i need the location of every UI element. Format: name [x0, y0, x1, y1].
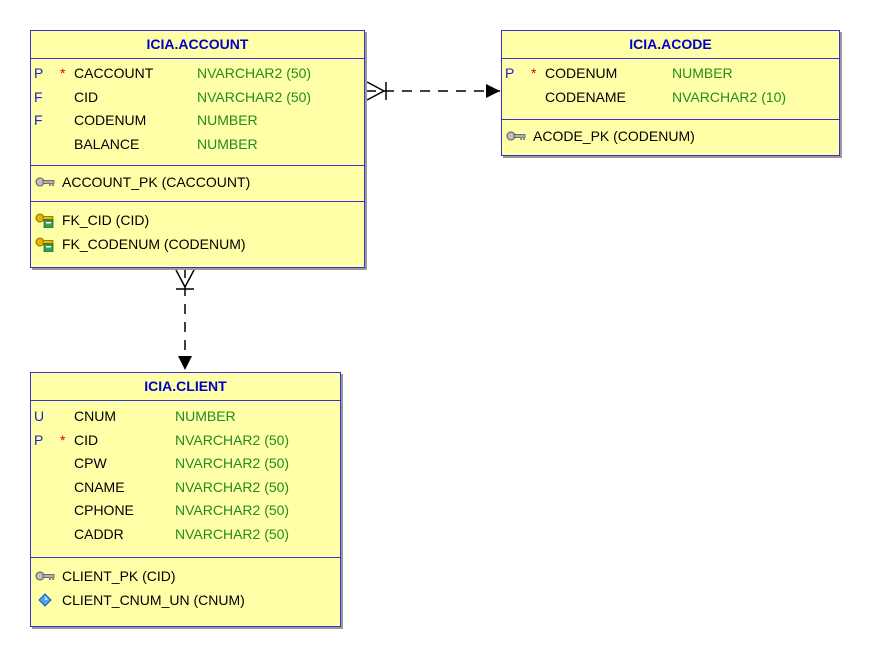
foreign-key-label: FK_CID (CID): [62, 212, 150, 228]
column-flag: F: [34, 88, 43, 105]
column-type: NVARCHAR2 (50): [175, 478, 290, 495]
entity-client[interactable]: ICIA.CLIENT U CNUM NUMBER P * CID NVARCH…: [30, 372, 341, 627]
relationship-account-acode[interactable]: [366, 81, 500, 101]
column-row[interactable]: P * CODENUM NUMBER: [502, 62, 839, 86]
column-row[interactable]: CPHONE NVARCHAR2 (50): [31, 499, 340, 523]
primary-key-row[interactable]: ACODE_PK (CODENUM): [502, 124, 839, 148]
key-icon: [35, 571, 55, 581]
primary-key-row[interactable]: CLIENT_PK (CID): [31, 564, 340, 588]
key-icon: [506, 131, 526, 141]
column-row[interactable]: F CODENUM NUMBER: [31, 109, 364, 133]
column-row[interactable]: P * CACCOUNT NVARCHAR2 (50): [31, 62, 364, 86]
column-row[interactable]: CADDR NVARCHAR2 (50): [31, 523, 340, 547]
column-row[interactable]: CNAME NVARCHAR2 (50): [31, 476, 340, 500]
column-name: CODENAME: [545, 88, 626, 105]
entity-title: ICIA.CLIENT: [31, 373, 340, 401]
foreign-key-row[interactable]: FK_CODENUM (CODENUM): [31, 232, 364, 256]
entity-account[interactable]: ICIA.ACCOUNT P * CACCOUNT NVARCHAR2 (50)…: [30, 30, 365, 268]
required-marker: *: [60, 431, 66, 448]
required-marker: *: [531, 65, 537, 81]
column-type: NUMBER: [175, 408, 236, 424]
column-type: NVARCHAR2 (50): [175, 525, 290, 542]
column-name: CADDR: [74, 525, 124, 542]
column-type: NUMBER: [672, 65, 733, 81]
column-row[interactable]: BALANCE NUMBER: [31, 133, 364, 157]
column-list: P * CODENUM NUMBER CODENAME NVARCHAR2 (1…: [502, 59, 839, 120]
primary-key-label: ACCOUNT_PK (CACCOUNT): [62, 174, 251, 190]
foreign-key-icon: [35, 237, 54, 252]
column-list: U CNUM NUMBER P * CID NVARCHAR2 (50) CPW…: [31, 401, 340, 558]
column-name: CODENUM: [545, 65, 618, 81]
column-name: CID: [74, 431, 99, 448]
unique-key-icon: [38, 593, 52, 607]
column-type: NVARCHAR2 (50): [175, 455, 290, 471]
column-row[interactable]: F CID NVARCHAR2 (50): [31, 86, 364, 110]
column-type: NUMBER: [197, 112, 258, 128]
column-row[interactable]: P * CID NVARCHAR2 (50): [31, 429, 340, 453]
column-name: CNUM: [74, 408, 116, 424]
key-section: CLIENT_PK (CID) CLIENT_CNUM_UN (CNUM): [31, 558, 340, 618]
column-type: NUMBER: [197, 135, 258, 152]
column-type: NVARCHAR2 (50): [175, 431, 290, 448]
column-flag: F: [34, 112, 43, 128]
primary-key-section: ACCOUNT_PK (CACCOUNT): [31, 166, 364, 202]
entity-acode[interactable]: ICIA.ACODE P * CODENUM NUMBER CODENAME N…: [501, 30, 840, 156]
primary-key-label: ACODE_PK (CODENUM): [533, 128, 695, 144]
column-flag: P: [505, 65, 515, 81]
column-name: CPW: [74, 455, 107, 471]
column-flag: P: [34, 65, 44, 81]
column-flag: U: [34, 408, 45, 424]
unique-key-label: CLIENT_CNUM_UN (CNUM): [62, 592, 245, 608]
column-type: NVARCHAR2 (50): [175, 502, 290, 518]
column-type: NVARCHAR2 (50): [197, 65, 312, 81]
required-marker: *: [60, 65, 66, 81]
relationship-account-client[interactable]: [175, 268, 195, 370]
column-row[interactable]: CODENAME NVARCHAR2 (10): [502, 86, 839, 110]
column-name: BALANCE: [74, 135, 140, 152]
column-list: P * CACCOUNT NVARCHAR2 (50) F CID NVARCH…: [31, 59, 364, 166]
column-name: CID: [74, 88, 99, 105]
foreign-key-section: FK_CID (CID) FK_CODENUM (CODENUM): [31, 202, 364, 262]
primary-key-section: ACODE_PK (CODENUM): [502, 120, 839, 152]
column-name: CODENUM: [74, 112, 147, 128]
foreign-key-row[interactable]: FK_CID (CID): [31, 208, 364, 232]
column-name: CPHONE: [74, 502, 134, 518]
column-flag: P: [34, 431, 44, 448]
primary-key-row[interactable]: ACCOUNT_PK (CACCOUNT): [31, 170, 364, 194]
entity-title: ICIA.ACODE: [502, 31, 839, 59]
column-type: NVARCHAR2 (50): [197, 88, 312, 105]
column-name: CACCOUNT: [74, 65, 154, 81]
primary-key-label: CLIENT_PK (CID): [62, 568, 176, 584]
foreign-key-label: FK_CODENUM (CODENUM): [62, 236, 246, 252]
entity-title: ICIA.ACCOUNT: [31, 31, 364, 59]
key-icon: [35, 177, 55, 187]
unique-key-row[interactable]: CLIENT_CNUM_UN (CNUM): [31, 588, 340, 612]
column-row[interactable]: CPW NVARCHAR2 (50): [31, 452, 340, 476]
foreign-key-icon: [35, 213, 54, 228]
column-name: CNAME: [74, 478, 125, 495]
column-type: NVARCHAR2 (10): [672, 88, 787, 105]
column-row[interactable]: U CNUM NUMBER: [31, 405, 340, 429]
